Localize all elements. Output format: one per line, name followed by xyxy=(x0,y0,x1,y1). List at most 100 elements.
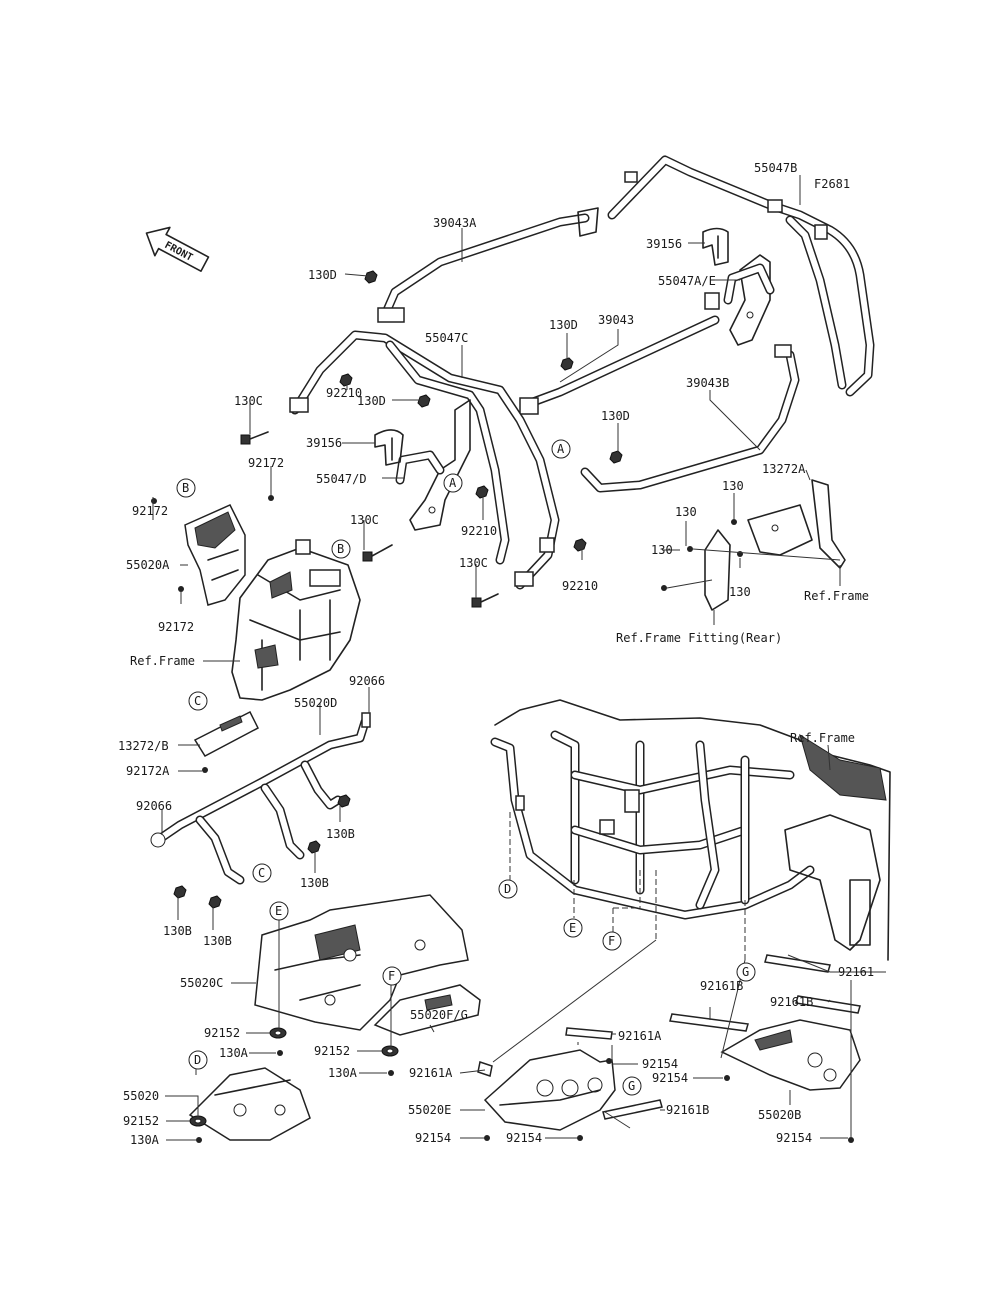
label-130D-2: 130D xyxy=(549,318,578,332)
ref-marker-b-1: B xyxy=(176,478,196,498)
skid-plate-55020 xyxy=(188,1067,311,1141)
ref-marker-d-1: D xyxy=(498,879,518,899)
svg-text:F: F xyxy=(608,934,615,948)
ref-marker-a-2: A xyxy=(551,439,571,459)
label-130B-4: 130B xyxy=(203,934,232,948)
skid-plate-55020FG xyxy=(373,984,481,1036)
ref-marker-g-2: G xyxy=(622,1076,642,1096)
ref-marker-e-1: E xyxy=(563,918,583,938)
rear-frame-fitting xyxy=(661,479,846,611)
label-130B-3: 130B xyxy=(163,924,192,938)
label-ref-frame-2: Ref.Frame xyxy=(804,589,869,603)
label-92154-4: 92154 xyxy=(506,1131,542,1145)
label-92161A-2: 92161A xyxy=(409,1066,453,1080)
front-arrow-icon: FRONT xyxy=(145,226,210,272)
ref-marker-f-2: F xyxy=(382,966,402,986)
label-55020B: 55020B xyxy=(758,1108,801,1122)
ref-marker-a-1: A xyxy=(443,473,463,493)
label-92172A: 92172A xyxy=(126,764,170,778)
label-55020D: 55020D xyxy=(294,696,337,710)
svg-text:B: B xyxy=(182,481,189,495)
ref-marker-b-2: B xyxy=(331,539,351,559)
leader-lines xyxy=(152,175,886,1141)
label-55020: 55020 xyxy=(123,1089,159,1103)
label-92154-1: 92154 xyxy=(642,1057,678,1071)
svg-text:D: D xyxy=(504,882,511,896)
roll-bar-rear-hoop xyxy=(607,155,875,397)
label-39043B: 39043B xyxy=(686,376,729,390)
label-130D-1: 130D xyxy=(308,268,337,282)
label-92172-1: 92172 xyxy=(248,456,284,470)
svg-text:B: B xyxy=(337,542,344,556)
label-92161A-1: 92161A xyxy=(618,1029,662,1043)
front-frame-section xyxy=(231,539,361,701)
svg-text:C: C xyxy=(258,866,265,880)
label-55020A: 55020A xyxy=(126,558,170,572)
svg-text:C: C xyxy=(194,694,201,708)
label-55047AE: 55047A/E xyxy=(658,274,716,288)
label-39043: 39043 xyxy=(598,313,634,327)
skid-plate-55020B xyxy=(720,1019,861,1091)
label-ref-frame-3: Ref.Frame xyxy=(790,731,855,745)
label-92154-3: 92154 xyxy=(415,1131,451,1145)
grab-handle-upper xyxy=(702,227,729,266)
svg-text:F: F xyxy=(388,969,395,983)
label-ref-frame-fitting: Ref.Frame Fitting(Rear) xyxy=(616,631,782,645)
ref-marker-c-1: C xyxy=(188,691,208,711)
guard-55020A xyxy=(184,504,246,606)
ref-marker-e-2: E xyxy=(269,901,289,921)
label-130-1: 130 xyxy=(722,479,744,493)
label-92152-2: 92152 xyxy=(314,1044,350,1058)
label-55047D: 55047/D xyxy=(316,472,367,486)
figure-code: F2681 xyxy=(814,177,850,191)
label-130-3: 130 xyxy=(651,543,673,557)
svg-text:G: G xyxy=(742,965,749,979)
svg-text:A: A xyxy=(557,442,565,456)
main-chassis-frame xyxy=(490,699,891,961)
label-130A-1: 130A xyxy=(219,1046,249,1060)
label-92066-2: 92066 xyxy=(136,799,172,813)
label-130D-4: 130D xyxy=(601,409,630,423)
bar-39043 xyxy=(519,292,720,415)
label-13272B: 13272/B xyxy=(118,739,169,753)
svg-text:D: D xyxy=(194,1053,201,1067)
label-92161B-2: 92161B xyxy=(770,995,813,1009)
label-92161B-1: 92161B xyxy=(700,979,743,993)
bumper-55020D xyxy=(150,712,371,885)
label-130B-1: 130B xyxy=(326,827,355,841)
label-130A-3: 130A xyxy=(130,1133,160,1147)
label-55047C: 55047C xyxy=(425,331,468,345)
label-55020FG: 55020F/G xyxy=(410,1008,468,1022)
svg-text:G: G xyxy=(628,1079,635,1093)
ref-marker-c-2: C xyxy=(252,863,272,883)
label-130C-2: 130C xyxy=(350,513,379,527)
label-55020E: 55020E xyxy=(408,1103,451,1117)
protector-strips xyxy=(477,954,861,1120)
ref-marker-f-1: F xyxy=(602,931,622,951)
label-130C-1: 130C xyxy=(234,394,263,408)
frame-dashed-leaders xyxy=(509,812,746,960)
bolts-upper xyxy=(240,270,623,608)
ref-marker-d-2: D xyxy=(188,1050,208,1070)
callout-labels: 55047B 39043A 130D 39156 55047A/E 130D 3… xyxy=(118,161,874,1147)
svg-text:E: E xyxy=(569,921,576,935)
bracket-13272B xyxy=(193,710,259,757)
label-39043A: 39043A xyxy=(433,216,477,230)
skid-plate-55020C xyxy=(254,894,469,1031)
label-92161: 92161 xyxy=(838,965,874,979)
label-92161B-3: 92161B xyxy=(666,1103,709,1117)
label-92172-3: 92172 xyxy=(158,620,194,634)
label-13272A: 13272A xyxy=(762,462,806,476)
label-130C-3: 130C xyxy=(459,556,488,570)
label-92154-5: 92154 xyxy=(776,1131,812,1145)
label-55020C: 55020C xyxy=(180,976,223,990)
bar-39043A xyxy=(377,207,599,323)
svg-text:A: A xyxy=(449,476,457,490)
bracket-55047AE xyxy=(723,254,775,346)
label-39156-2: 39156 xyxy=(306,436,342,450)
label-92152-3: 92152 xyxy=(123,1114,159,1128)
label-55047B: 55047B xyxy=(754,161,797,175)
svg-text:E: E xyxy=(275,904,282,918)
label-92172-2: 92172 xyxy=(132,504,168,518)
